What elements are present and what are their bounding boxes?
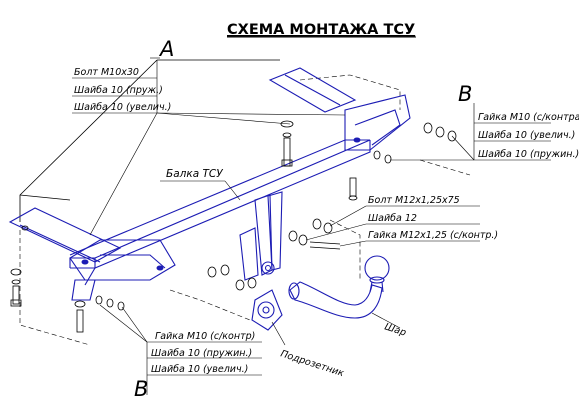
socket-bracket <box>251 289 283 331</box>
label-ball: Шар <box>383 321 407 338</box>
view-b-right-marker: B <box>458 82 472 106</box>
leader-group-b-bottom <box>99 304 262 395</box>
view-a-marker: A <box>158 37 174 61</box>
label-washer10-enlarged-a: Шайба 10 (увелич.) <box>74 102 171 113</box>
fasteners <box>10 120 457 333</box>
diagram-title: СХЕМА МОНТАЖА ТСУ <box>227 22 415 38</box>
label-washer10-spring-a: Шайба 10 (пруж.) <box>74 85 163 96</box>
label-nut-m10-contra-right: Гайка М10 (с/контра) <box>478 112 579 123</box>
label-bolt-m12: Болт М12х1,25х75 <box>368 195 460 206</box>
label-washer10-enlarged-bottom: Шайба 10 (увелич.) <box>151 364 248 375</box>
leader-group-b-right <box>390 103 551 161</box>
vehicle-outline <box>19 59 471 346</box>
tow-ball-mount <box>288 255 390 319</box>
label-beam: Балка ТСУ <box>166 168 223 180</box>
ball-leader <box>371 312 401 329</box>
label-washer10-spring-bottom: Шайба 10 (пружин.) <box>151 348 252 359</box>
label-socket-bracket: Подрозетник <box>279 348 345 379</box>
label-washer10-enlarged-right: Шайба 10 (увелич.) <box>478 130 575 141</box>
label-washer10-spring-right: Шайба 10 (пружин.) <box>478 149 579 160</box>
socket-leader <box>271 321 286 346</box>
view-b-bottom-marker: B <box>134 377 148 401</box>
label-bolt-m10x30: Болт М10х30 <box>74 67 139 78</box>
label-nut-m10-contra-bottom: Гайка М10 (с/контр) <box>155 331 255 342</box>
beam-leader <box>224 180 241 201</box>
tow-beam <box>8 67 411 301</box>
label-nut-m12-contra: Гайка М12х1,25 (с/контр.) <box>368 230 498 241</box>
leader-group-a <box>72 60 346 236</box>
label-washer12: Шайба 12 <box>368 213 417 224</box>
leader-group-m12 <box>305 205 480 247</box>
